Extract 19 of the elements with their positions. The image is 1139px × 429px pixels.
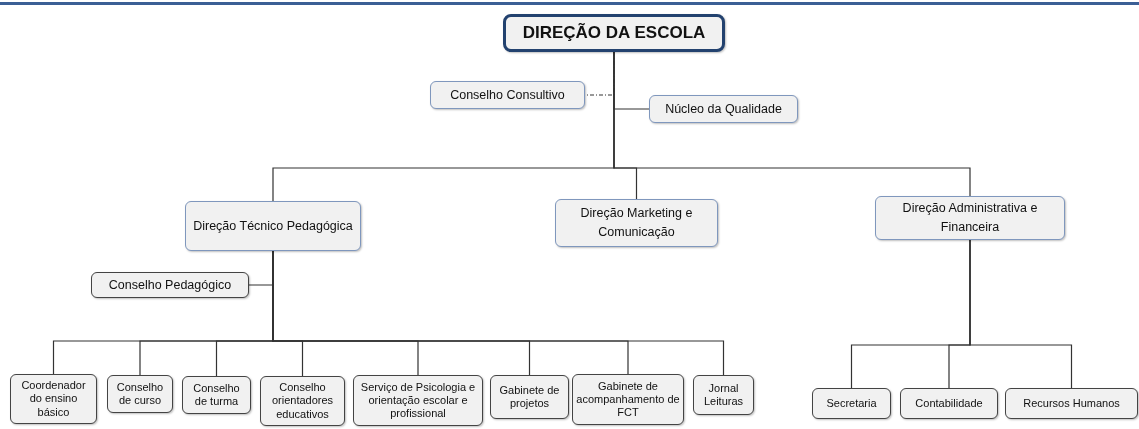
org-box: Conselho orientadores educativos — [260, 376, 345, 426]
org-box: Direção Administrativa e Financeira — [875, 196, 1065, 240]
org-box: Direção Marketing e Comunicação — [555, 199, 718, 247]
org-box: Núcleo da Qualidade — [649, 95, 798, 123]
org-box: Conselho Pedagógico — [91, 272, 249, 298]
org-box: Gabinete de projetos — [490, 375, 569, 419]
org-box: Conselho Consultivo — [430, 81, 585, 109]
connector-line — [969, 239, 1073, 389]
org-box: Contabilidade — [900, 388, 998, 419]
org-box: Secretaria — [812, 388, 891, 419]
org-box: Recursos Humanos — [1005, 388, 1138, 419]
org-box: Coordenador do ensino básico — [10, 374, 97, 424]
org-box: DIREÇÃO DA ESCOLA — [503, 14, 725, 52]
org-box: Gabinete de acompanhamento de FCT — [572, 374, 684, 425]
org-box: Conselho de turma — [182, 376, 251, 414]
org-box: Serviço de Psicologia e orientação escolar e profissional — [353, 375, 483, 426]
org-box: Direção Técnico Pedagógica — [185, 201, 361, 251]
org-box: Conselho de curso — [107, 375, 173, 413]
org-box: Jornal Leituras — [693, 375, 754, 415]
